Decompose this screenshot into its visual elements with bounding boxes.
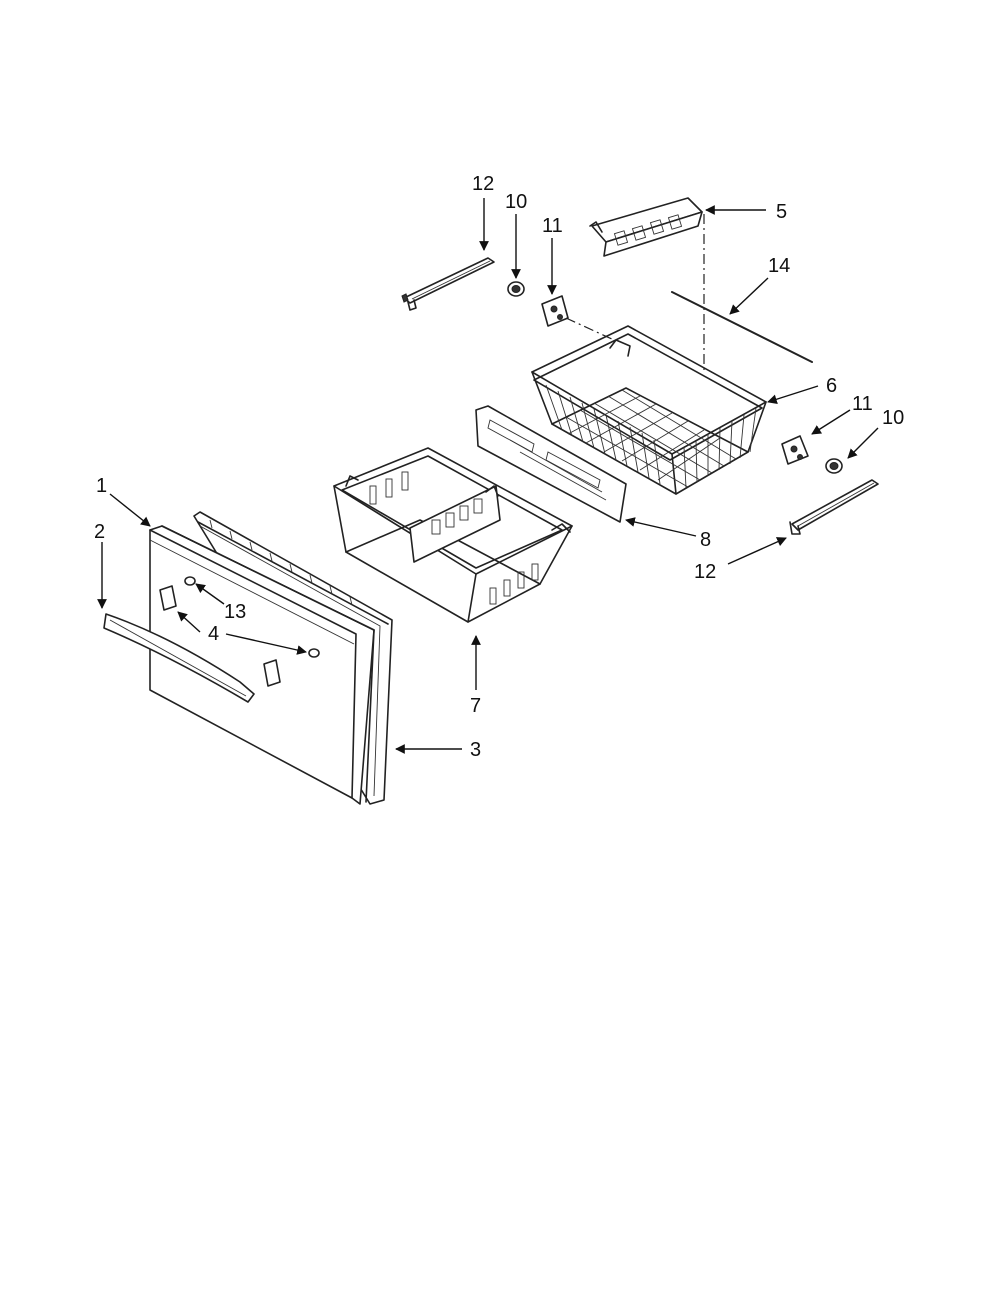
part-6-wire-basket	[531, 325, 767, 495]
part-1-door-panel	[149, 525, 375, 805]
part-2-door-handle	[103, 613, 255, 703]
callout-8: 8	[700, 529, 711, 551]
callout-11-lower: 11	[852, 393, 873, 415]
part-10-upper-roller	[507, 281, 525, 297]
part-11-lower-bracket	[781, 435, 809, 465]
callout-10-lower: 10	[882, 407, 904, 429]
callout-13: 13	[224, 601, 246, 623]
callout-4: 4	[208, 623, 219, 645]
part-11-upper-bracket	[541, 295, 569, 327]
callout-5: 5	[776, 201, 787, 223]
callout-10-upper: 10	[505, 191, 527, 213]
part-5-basket-bracket	[589, 197, 703, 257]
part-8-divider-panel	[475, 405, 627, 523]
callout-7: 7	[470, 695, 481, 717]
leader-lines	[97, 198, 879, 754]
part-13-screw-left	[184, 576, 196, 586]
callout-6: 6	[826, 375, 837, 397]
callout-12-lower: 12	[694, 561, 716, 583]
part-10-lower-roller	[825, 458, 843, 474]
part-4-handle-mount-left	[159, 585, 177, 611]
callout-3: 3	[470, 739, 481, 761]
callout-2: 2	[94, 521, 105, 543]
part-12-upper-slide-rail	[401, 257, 495, 311]
callout-12-upper: 12	[472, 173, 494, 195]
part-7-drawer-bin	[333, 447, 573, 623]
callout-14: 14	[768, 255, 790, 277]
callout-1: 1	[96, 475, 107, 497]
part-14-rod	[671, 291, 813, 363]
part-12-lower-slide-rail	[789, 479, 879, 535]
part-4-handle-mount-right	[263, 659, 281, 687]
callout-11-upper: 11	[542, 215, 563, 237]
part-13-screw-right	[308, 648, 320, 658]
